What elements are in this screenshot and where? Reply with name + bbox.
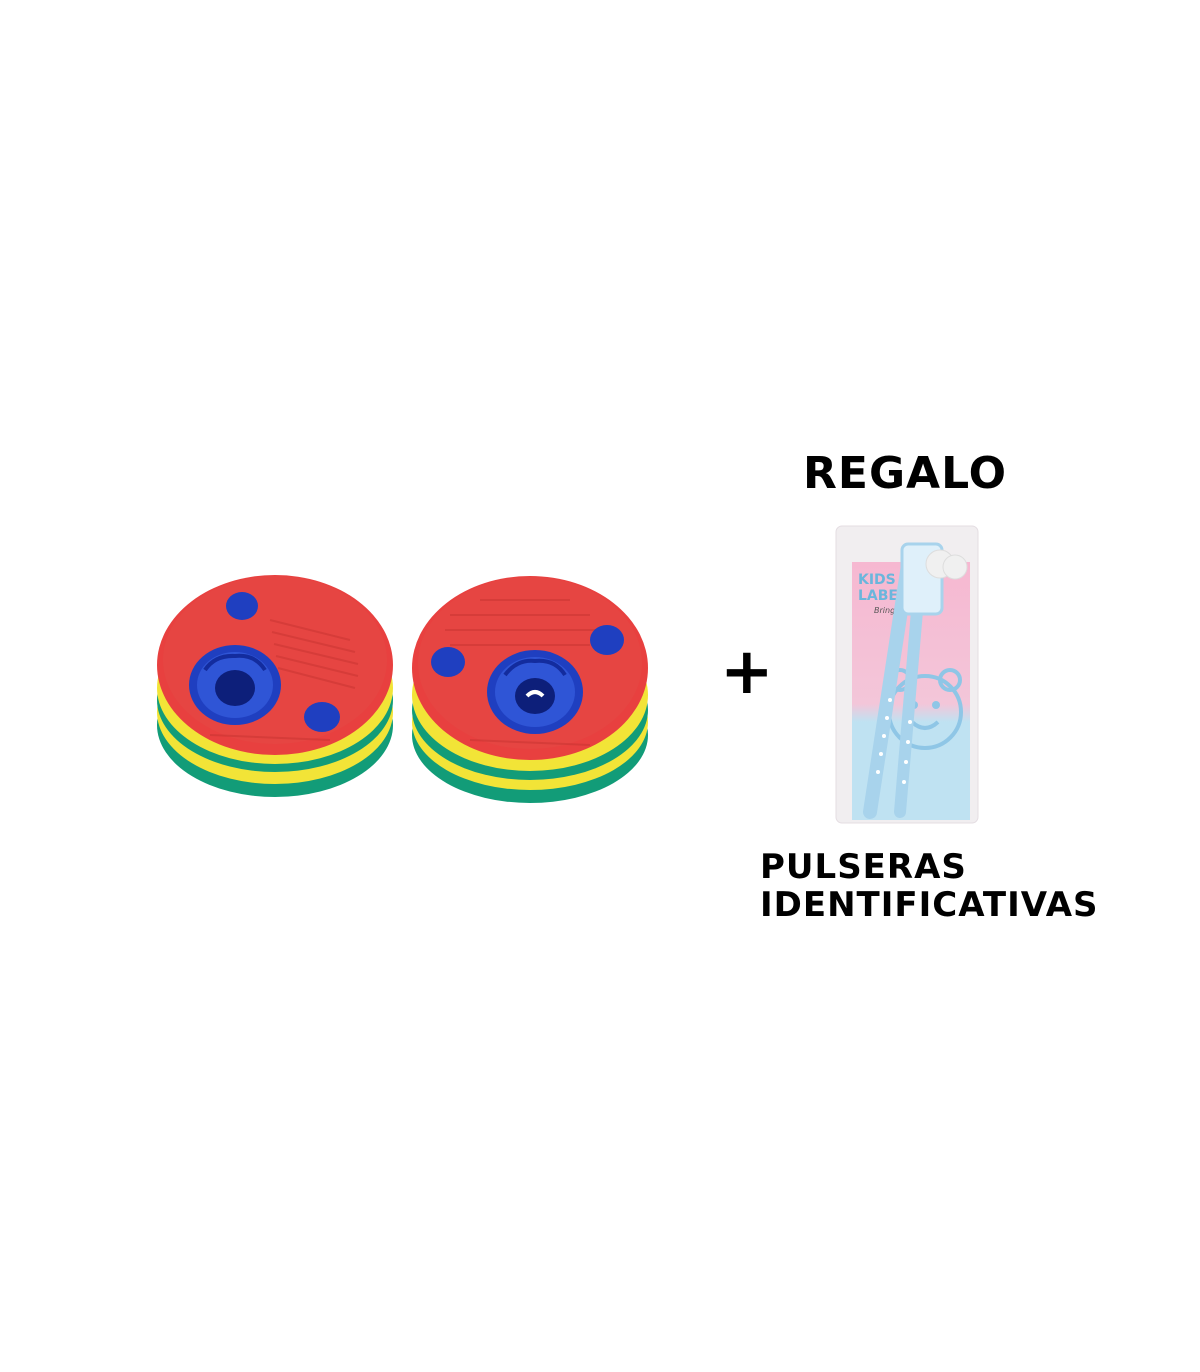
float-discs-image [157, 575, 648, 803]
plus-sign: + [720, 635, 774, 709]
caption-line-1: PULSERAS [760, 847, 967, 887]
right-float-disc [412, 576, 648, 803]
left-disc-peg-top [226, 592, 258, 620]
caption-line-2: IDENTIFICATIVAS [760, 885, 1099, 925]
right-disc-center-hole [487, 650, 583, 734]
left-disc-center-hole [189, 645, 281, 725]
left-float-disc [157, 575, 393, 797]
right-disc-peg-right [590, 625, 624, 655]
bear-face-icon [887, 668, 963, 750]
id-bracelets-package-image: KIDS LABE Bring me b [835, 525, 979, 824]
left-disc-peg-bottom [304, 702, 340, 732]
bracelets-caption: PULSERAS IDENTIFICATIVAS [760, 848, 1099, 924]
right-disc-peg-left [431, 647, 465, 677]
package-brand-line2: LABE [858, 588, 898, 604]
gift-heading: REGALO [803, 448, 1007, 499]
package-brand-line1: KIDS [858, 572, 896, 588]
